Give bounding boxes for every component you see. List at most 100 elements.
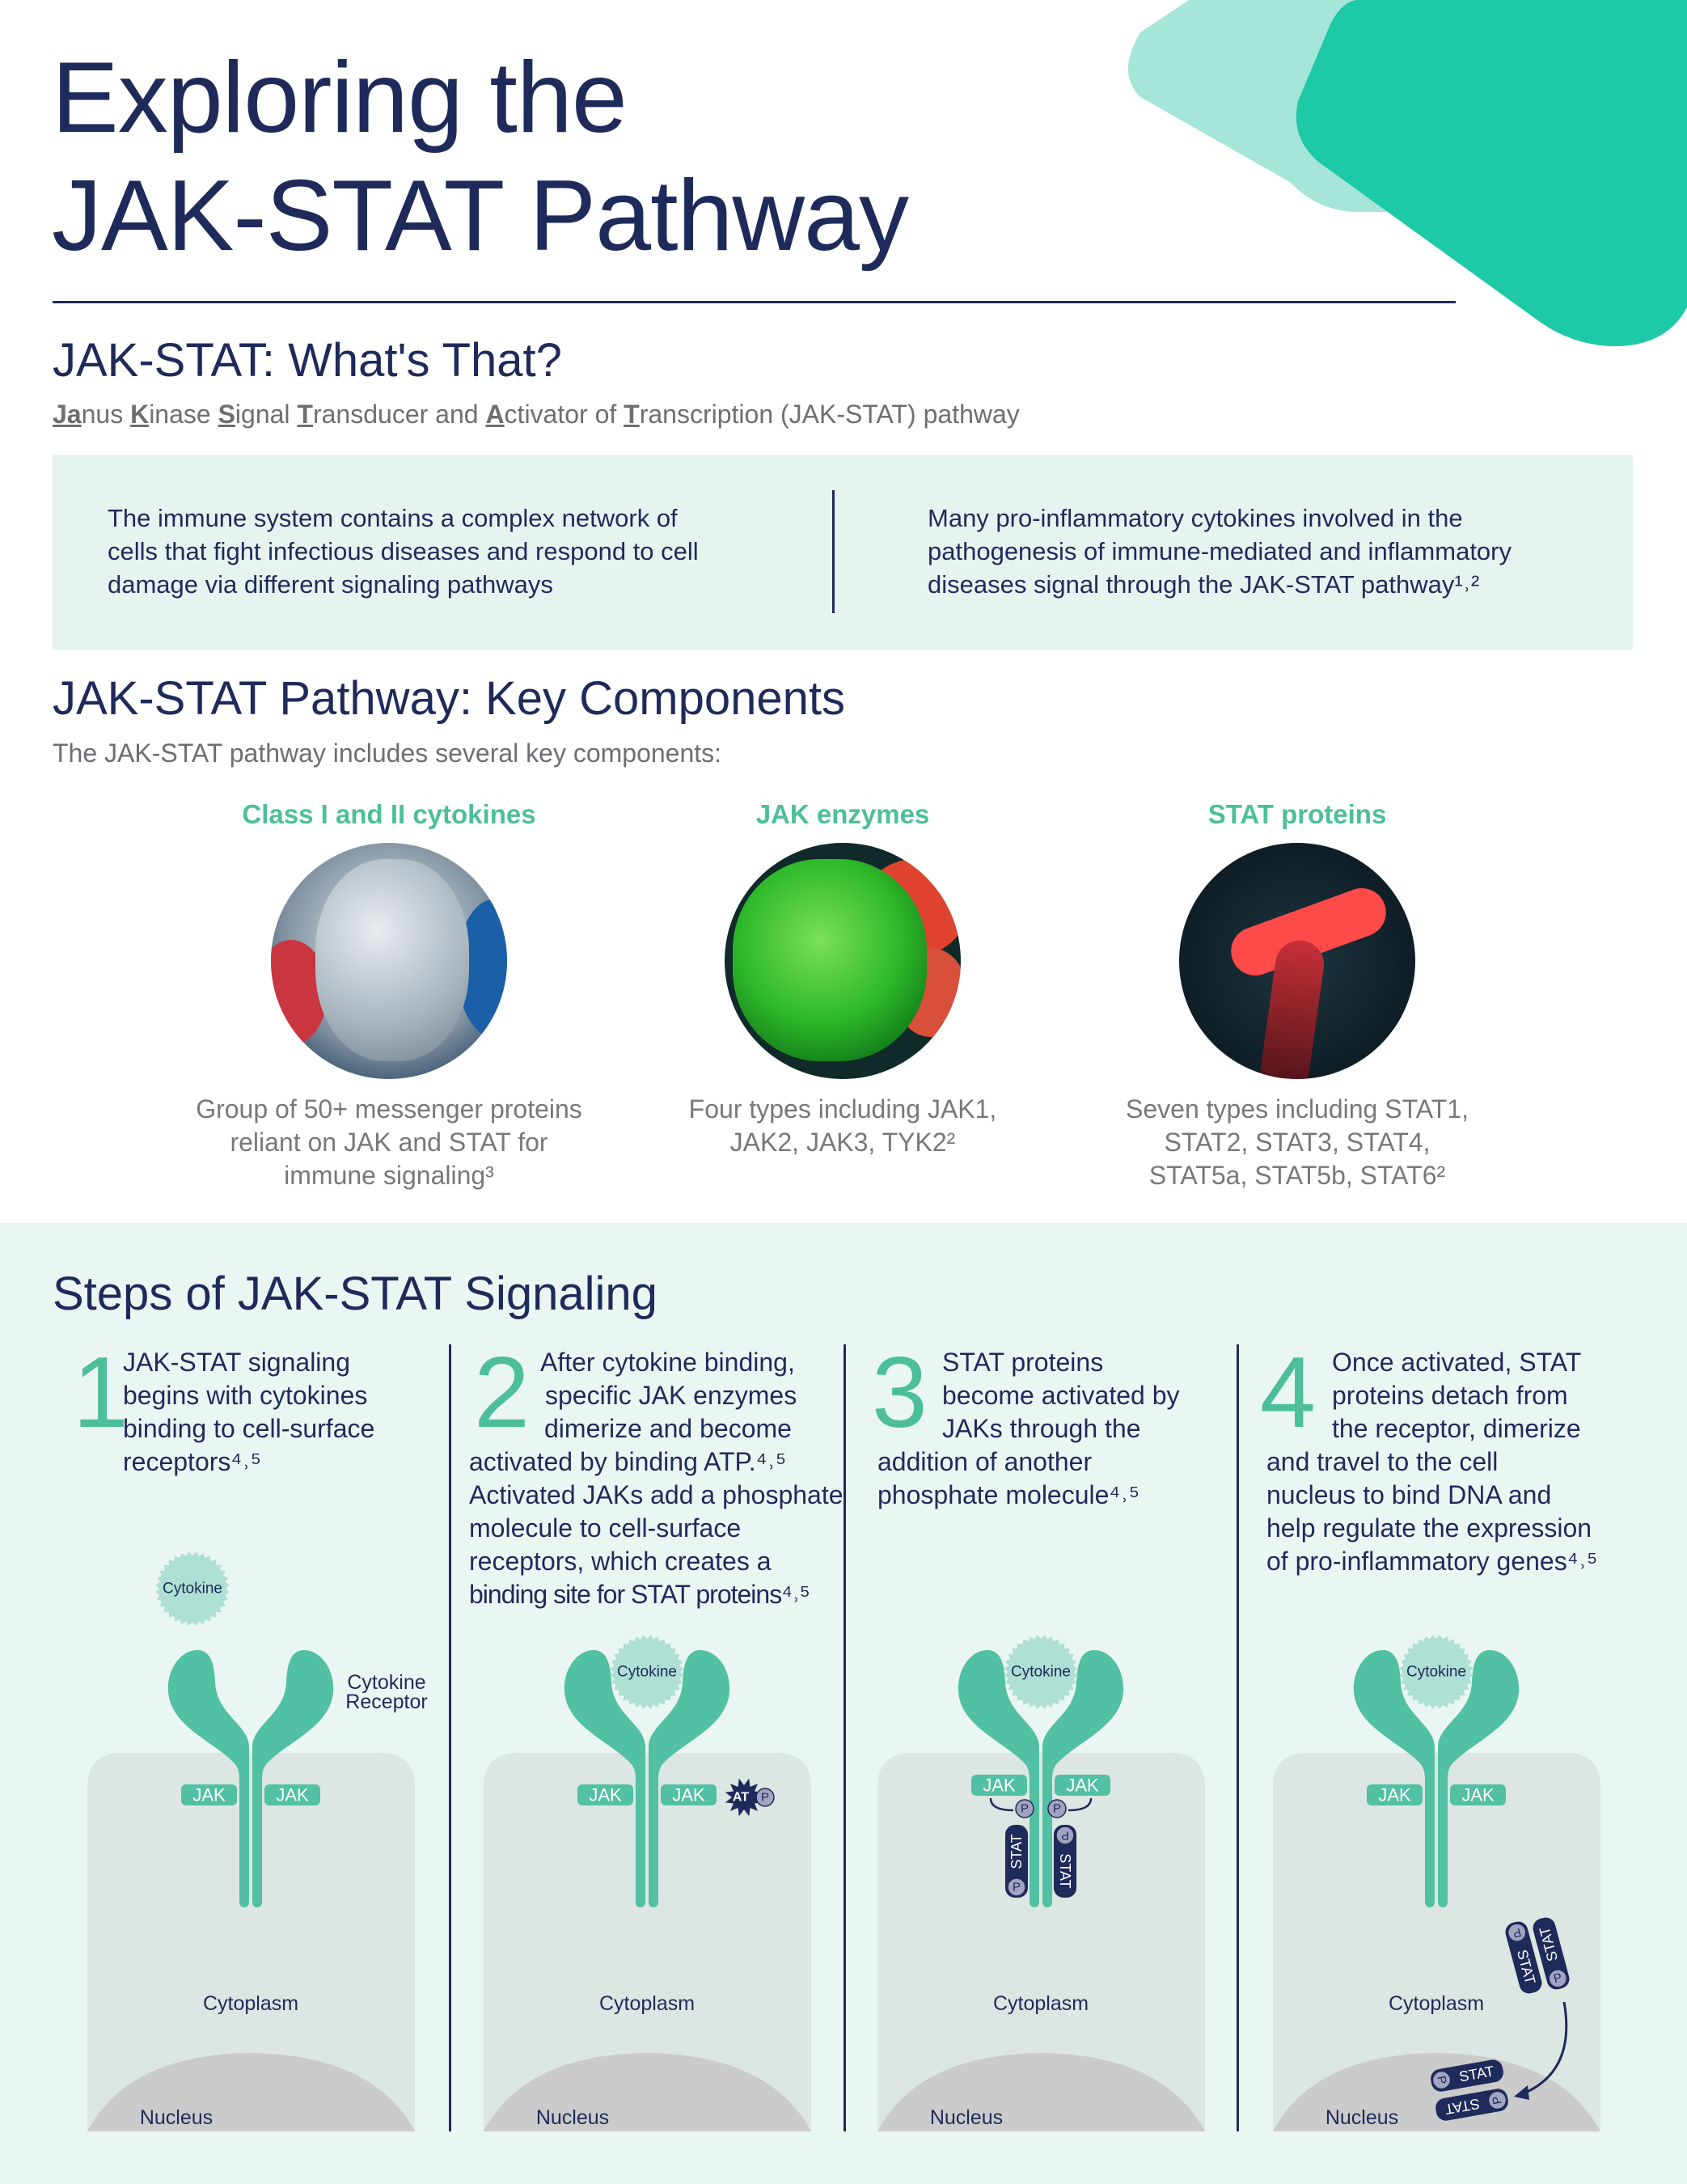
jak-label: JAK <box>1378 1785 1411 1805</box>
cytokine-receptor <box>1353 1650 1520 1907</box>
cytokine-label: Cytokine <box>1406 1664 1466 1681</box>
text-line: STAT2, STAT3, STAT4, <box>1164 1128 1431 1157</box>
cytokine-icon <box>610 1635 684 1709</box>
text-line: binding to cell-surface <box>123 1414 375 1443</box>
step-4-text: Once activated, STAT proteins detach fro… <box>1266 1346 1597 1578</box>
phosphate-label: P <box>1021 1802 1029 1816</box>
nucleus-label: Nucleus <box>930 2106 1003 2129</box>
text-line: and travel to the cell <box>1266 1447 1499 1476</box>
cytokine-receptor <box>167 1650 334 1907</box>
phosphate-label: P <box>1552 1970 1563 1986</box>
step-divider <box>449 1344 451 2131</box>
cell-cytoplasm <box>877 1753 1205 2131</box>
jak-label: JAK <box>589 1785 622 1805</box>
receptor-arm-left <box>564 1650 645 1907</box>
section-heading-whats-that: JAK-STAT: What's That? <box>53 334 562 387</box>
acronym-letter: T <box>297 400 313 429</box>
cell-cytoplasm <box>87 1753 415 2131</box>
text-line: After cytokine binding, <box>540 1348 795 1377</box>
text-line: JAK2, JAK3, TYK2² <box>729 1128 956 1157</box>
text-line: receptors⁴˒⁵ <box>123 1447 262 1476</box>
phosphate-icon <box>1431 2070 1452 2090</box>
arrowhead-icon <box>1514 2085 1529 2100</box>
text-line: STAT proteins <box>942 1348 1104 1377</box>
cell-cytoplasm <box>484 1753 811 2131</box>
atp-label: AT <box>733 1791 749 1805</box>
receptor-arm-left <box>958 1650 1039 1907</box>
step-number: 4 <box>1260 1337 1316 1449</box>
step-divider <box>1237 1344 1239 2131</box>
stat-label: STAT <box>1008 1834 1025 1869</box>
text-line: binding site for STAT proteins⁴˒⁵ <box>469 1580 810 1609</box>
phosphate-icon <box>1507 1923 1527 1942</box>
cell-nucleus <box>87 2053 415 2131</box>
jak-enzyme <box>181 1784 237 1805</box>
divider <box>53 301 1456 303</box>
jak-enzyme-image <box>725 843 961 1079</box>
arrow-icon <box>1068 1797 1093 1812</box>
title-line-2: JAK-STAT Pathway <box>52 160 909 272</box>
phosphate-label: P <box>1490 2095 1504 2106</box>
jak-enzyme <box>971 1775 1027 1796</box>
cytoplasm-label: Cytoplasm <box>203 1992 298 2015</box>
phosphate-icon <box>755 1788 775 1807</box>
key-components-subtitle: The JAK-STAT pathway includes several ke… <box>53 739 722 768</box>
cell-cytoplasm <box>1273 1753 1600 2131</box>
cytoplasm-label: Cytoplasm <box>599 1992 695 2015</box>
jak-enzyme <box>1055 1775 1110 1796</box>
text-line: pathogenesis of immune-mediated and infl… <box>928 537 1512 565</box>
text-line: nucleus to bind DNA and <box>1266 1480 1552 1509</box>
component-caption: Seven types including STAT1, STAT2, STAT… <box>1079 1093 1516 1192</box>
acronym-letter: Ja <box>53 400 82 429</box>
phosphate-label: P <box>1434 2075 1448 2085</box>
phosphate-label: P <box>1013 1881 1021 1894</box>
jak-enzyme <box>1450 1784 1506 1805</box>
phosphate-icon <box>1007 1877 1026 1897</box>
component-caption: Group of 50+ messenger proteins reliant … <box>171 1093 607 1192</box>
cell-nucleus <box>1273 2053 1600 2131</box>
intro-right-text: Many pro-inflammatory cytokines involved… <box>928 502 1512 601</box>
text-line: Many pro-inflammatory cytokines involved… <box>928 504 1463 532</box>
stat-body <box>1005 1825 1028 1898</box>
acronym-letter: T <box>624 400 640 429</box>
phosphate-label: P <box>1512 1925 1523 1941</box>
jak-label: JAK <box>1461 1785 1495 1805</box>
acronym-letter: A <box>485 400 505 429</box>
phosphate-label: P <box>1053 1802 1061 1816</box>
text-line: Four types including JAK1, <box>688 1094 997 1124</box>
cytokine-label: Cytokine <box>1011 1664 1071 1681</box>
text-line: JAK-STAT signaling <box>123 1348 350 1377</box>
text-line: Activated JAKs add a phosphate <box>469 1480 844 1509</box>
step-1-text: JAK-STAT signaling begins with cytokines… <box>123 1346 374 1479</box>
text-line: cells that fight infectious diseases and… <box>108 537 699 565</box>
phosphate-icon <box>1047 1799 1067 1818</box>
text-line: reliant on JAK and STAT for <box>230 1128 548 1157</box>
cytokine-icon <box>1004 1635 1078 1709</box>
arrow-icon <box>989 1797 1014 1812</box>
acronym-expansion: Janus Kinase Signal Transducer and Activ… <box>53 400 1020 430</box>
text-line: begins with cytokines <box>123 1381 368 1410</box>
receptor-arm-right <box>1438 1650 1520 1907</box>
cytoplasm-label: Cytoplasm <box>993 1992 1089 2015</box>
arrow-icon <box>1523 2001 1568 2095</box>
component-caption: Four types including JAK1, JAK2, JAK3, T… <box>624 1093 1061 1159</box>
acronym-text: ransducer and <box>312 400 486 429</box>
intro-box <box>53 455 1633 650</box>
receptor-arm-right <box>649 1650 730 1907</box>
phosphate-label: P <box>1061 1829 1069 1843</box>
cytoplasm-label: Cytoplasm <box>1389 1992 1484 2015</box>
jak-enzyme <box>661 1784 717 1805</box>
text-line: STAT5a, STAT5b, STAT6² <box>1148 1161 1446 1190</box>
acronym-text: nus <box>81 400 131 429</box>
atp-icon <box>725 1778 763 1817</box>
section-heading-steps: Steps of JAK-STAT Signaling <box>53 1268 657 1320</box>
jak-label: JAK <box>983 1776 1016 1796</box>
phosphate-icon <box>1487 2090 1507 2110</box>
cytokine-label: Cytokine <box>617 1664 677 1681</box>
stat-protein: STAT P <box>1005 1825 1028 1898</box>
phosphate-icon <box>1548 1969 1568 1988</box>
text-line: help regulate the expression <box>1266 1513 1592 1543</box>
